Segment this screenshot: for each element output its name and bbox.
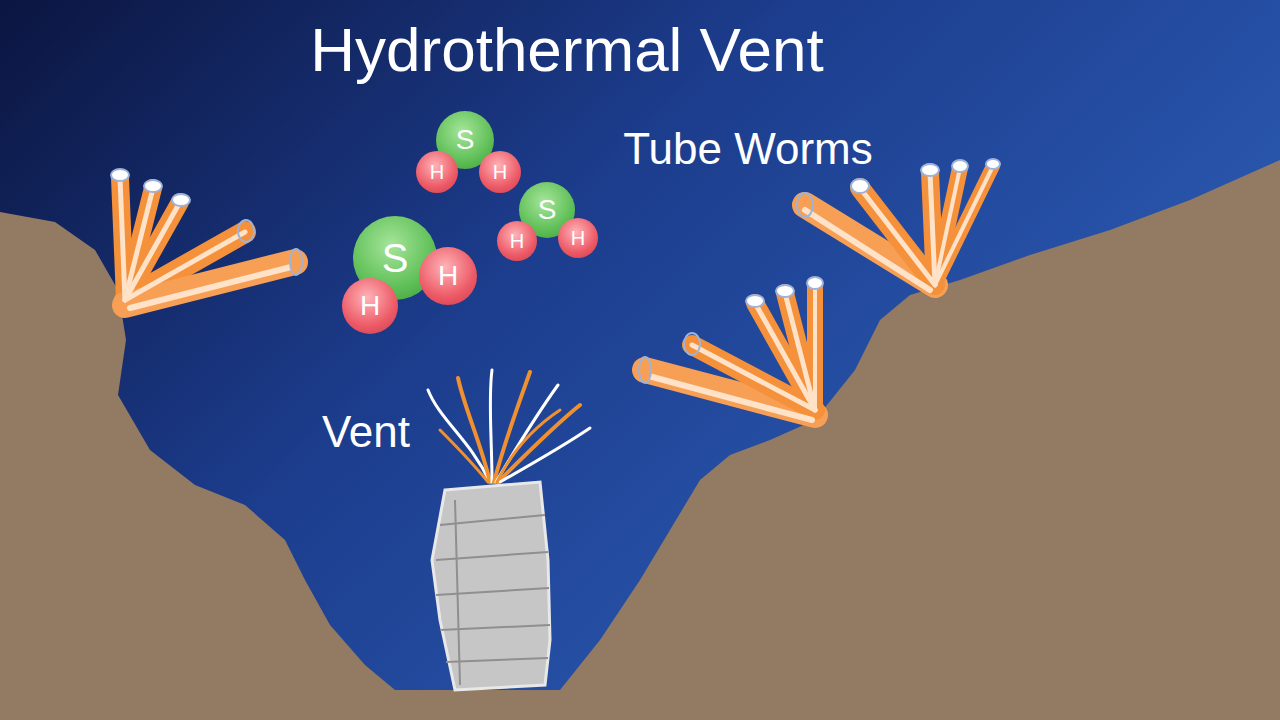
hydrogen-atom: H <box>416 151 458 193</box>
atom-symbol: H <box>493 162 507 182</box>
vent-label: Vent <box>322 407 410 457</box>
hydrogen-atom: H <box>497 221 537 261</box>
hydrogen-atom: H <box>479 151 521 193</box>
atom-symbol: H <box>571 228 585 248</box>
atom-symbol: H <box>430 162 444 182</box>
organism-label: Tube Worms <box>623 124 872 174</box>
atom-symbol: S <box>382 238 409 278</box>
hydrogen-atom: H <box>342 278 398 334</box>
atom-symbol: H <box>510 231 524 251</box>
seafloor <box>0 160 1280 720</box>
atom-symbol: S <box>456 126 475 154</box>
vent-chimney <box>432 482 550 690</box>
atom-symbol: H <box>438 262 458 290</box>
tube-worms <box>111 159 1000 420</box>
diagram-title: Hydrothermal Vent <box>310 14 823 85</box>
hydrogen-atom: H <box>419 247 477 305</box>
vent-plume <box>428 370 590 482</box>
hydrogen-atom: H <box>558 218 598 258</box>
atom-symbol: H <box>360 292 380 320</box>
atom-symbol: S <box>538 196 557 224</box>
